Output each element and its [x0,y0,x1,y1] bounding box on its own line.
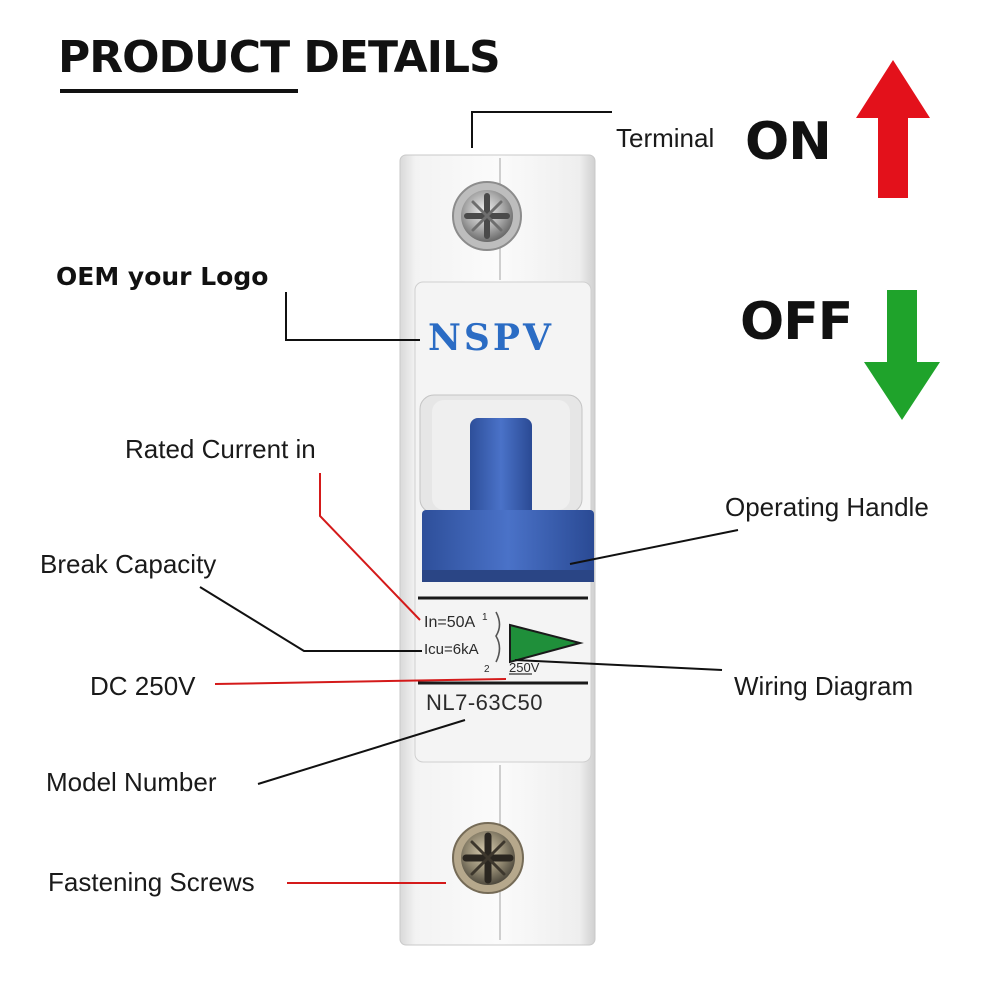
oem-logo-label: OEM your Logo [56,262,269,291]
break-capacity-label: Break Capacity [40,549,217,579]
off-label: OFF [740,292,853,352]
page-title: PRODUCT DETAILS [58,32,501,83]
terminal-bottom-number: 2 [484,664,490,675]
rating-text: In=50A [424,614,476,631]
rated-current-label: Rated Current in [125,434,316,464]
leader-lines [199,111,739,884]
icu-text: Icu=6kA [424,641,479,658]
model-number-leader [257,719,466,785]
circuit-symbol [495,611,501,663]
model-number-label: Model Number [46,767,217,797]
off-arrow-down-icon [864,290,940,420]
operating-handle-label: Operating Handle [725,492,929,522]
rated-current-leader [319,473,421,621]
voltage-text: 250V [509,660,540,675]
break-capacity-leader [199,586,422,652]
fastening-screws-label: Fastening Screws [48,867,255,897]
on-label: ON [745,112,832,172]
operating-handle-leader [569,529,739,565]
terminal-label: Terminal [616,123,715,153]
fastening-screw-icon [452,822,524,894]
operating-handle [422,418,594,582]
brand-logo: NSPV [428,317,554,359]
terminal-leader [471,111,612,148]
wiring-diagram-leader [514,659,723,671]
on-arrow-up-icon [856,60,930,198]
dc-voltage-leader [214,678,507,685]
terminal-screw-icon [452,181,522,251]
circuit-breaker [399,154,596,946]
oem-logo-leader [285,292,420,341]
dc-voltage-label: DC 250V [90,671,196,701]
terminal-top-number: 1 [482,612,488,623]
title-underline [60,89,298,93]
model-text: NL7-63C50 [426,690,544,715]
trip-indicator-icon [509,623,584,664]
wiring-diagram-label: Wiring Diagram [734,671,914,701]
